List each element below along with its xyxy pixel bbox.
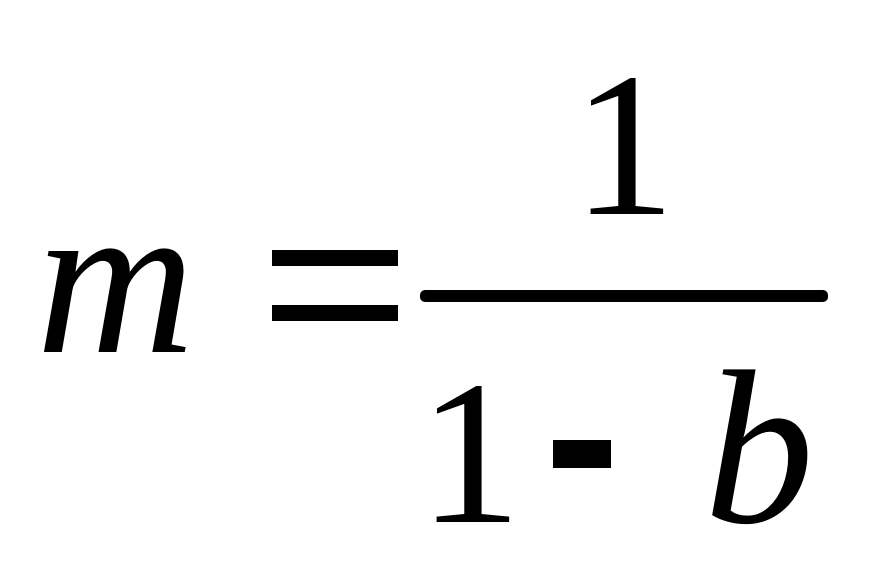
denominator-constant-one: 1 — [419, 338, 522, 567]
lhs-variable-m: m — [36, 156, 195, 400]
equals-sign-top-bar — [272, 250, 398, 266]
numerator-one: 1 — [573, 30, 676, 259]
equals-sign-bottom-bar — [272, 305, 398, 321]
fraction-bar — [420, 290, 828, 302]
equals-sign — [272, 250, 398, 321]
denominator-minus-sign — [553, 440, 611, 468]
denominator-variable-b: b — [704, 326, 814, 570]
